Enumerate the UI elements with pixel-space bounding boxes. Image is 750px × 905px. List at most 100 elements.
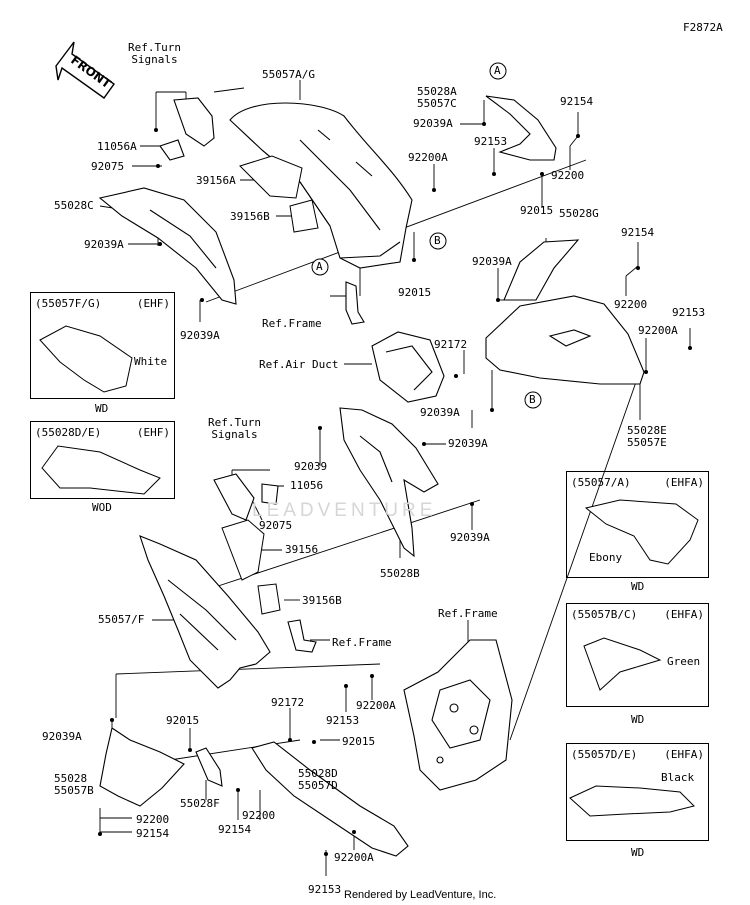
part-92153-bottom2[interactable]: 92153 xyxy=(308,883,342,896)
inset-caption-55057FG: WD xyxy=(95,402,109,415)
part-92039A-left[interactable]: 92039A xyxy=(84,238,124,251)
part-92039A-mid[interactable]: 92039A xyxy=(448,437,488,450)
inset-color-callout: White xyxy=(134,355,168,368)
inset-code: (55057F/G) xyxy=(35,297,102,310)
marker-a-mid: A xyxy=(316,260,323,273)
part-92154-bottom[interactable]: 92154 xyxy=(136,827,170,840)
inset-caption-55057DE: WD xyxy=(631,846,645,859)
ref-frame-bottom[interactable]: Ref.Frame xyxy=(438,607,498,620)
upper-cowl-left-part xyxy=(229,102,413,269)
part-92200A-top[interactable]: 92200A xyxy=(408,151,448,164)
ref-frame-top[interactable]: Ref.Frame xyxy=(262,317,322,330)
inset-caption-55057A: WD xyxy=(631,580,645,593)
part-92200-bottom2[interactable]: 92200 xyxy=(242,809,276,822)
part-55028-55057B[interactable]: 55028 55057B xyxy=(54,772,94,797)
inset-color-callout: Green xyxy=(667,655,701,668)
ref-frame-mid[interactable]: Ref.Frame xyxy=(332,636,392,649)
part-55057F[interactable]: 55057/F xyxy=(98,613,145,626)
turn-signal-bracket-mid xyxy=(213,473,279,521)
inset-color-callout: Ebony xyxy=(589,551,623,564)
ref-air-duct[interactable]: Ref.Air Duct xyxy=(259,358,339,371)
inset-code: (55057B/C) xyxy=(571,608,638,621)
footer-credit: Rendered by LeadVenture, Inc. xyxy=(344,889,497,901)
part-39156[interactable]: 39156 xyxy=(285,543,319,556)
part-92015-bottom2[interactable]: 92015 xyxy=(342,735,376,748)
part-92200-right[interactable]: 92200 xyxy=(614,298,648,311)
ref-turn-signals-mid[interactable]: Ref.Turn Signals xyxy=(208,416,261,441)
frame-bracket-top xyxy=(345,281,365,325)
inset-model: (EHFA) xyxy=(664,476,704,489)
inset-box-55057BC: (55057B/C) (EHFA) Green xyxy=(566,603,709,707)
part-92200A-bottom2[interactable]: 92200A xyxy=(334,851,374,864)
marker-b-top: B xyxy=(434,234,441,247)
part-11056A[interactable]: 11056A xyxy=(97,140,137,153)
inset-caption-55057BC: WD xyxy=(631,713,645,726)
frame-part xyxy=(403,639,513,791)
part-55028D-55057D[interactable]: 55028D 55057D xyxy=(298,767,338,792)
inset-box-55057FG: (55057F/G) (EHF) White xyxy=(30,292,175,399)
heat-insulator-top xyxy=(239,155,319,233)
inset-color-callout: Black xyxy=(661,771,695,784)
part-92039A-mid2[interactable]: 92039A xyxy=(450,531,490,544)
callout-markers xyxy=(311,62,542,409)
marker-b-right: B xyxy=(529,393,536,406)
part-92172-mid[interactable]: 92172 xyxy=(434,338,468,351)
part-92039A-right[interactable]: 92039A xyxy=(472,255,512,268)
part-92039[interactable]: 92039 xyxy=(294,460,328,473)
inset-code: (55028D/E) xyxy=(35,426,102,439)
ref-turn-signals-top[interactable]: Ref.Turn Signals xyxy=(128,41,181,66)
watermark: LEADVENTURE xyxy=(252,500,437,521)
inset-caption-55028DE: WOD xyxy=(92,501,112,514)
marker-a-top: A xyxy=(494,64,501,77)
part-92153-right[interactable]: 92153 xyxy=(672,306,706,319)
part-92153-bottom1[interactable]: 92153 xyxy=(326,714,360,727)
part-92075-top[interactable]: 92075 xyxy=(91,160,125,173)
part-92015-top[interactable]: 92015 xyxy=(520,204,554,217)
part-92200A-bottom1[interactable]: 92200A xyxy=(356,699,396,712)
part-11056[interactable]: 11056 xyxy=(290,479,324,492)
leader-lines xyxy=(99,80,691,876)
side-panel-55028G xyxy=(485,239,645,385)
part-55028A-55057C[interactable]: 55028A 55057C xyxy=(417,85,457,110)
part-92039A-topright[interactable]: 92039A xyxy=(413,117,453,130)
part-39156B-top[interactable]: 39156B xyxy=(230,210,270,223)
turn-signal-bracket-top xyxy=(159,97,215,161)
inset-box-55057A: (55057/A) (EHFA) Ebony xyxy=(566,471,709,578)
part-55028E-55057E[interactable]: 55028E 55057E xyxy=(627,424,667,449)
part-39156B-mid[interactable]: 39156B xyxy=(302,594,342,607)
air-duct-part xyxy=(371,331,445,403)
part-92039A-bottomleft[interactable]: 92039A xyxy=(42,730,82,743)
belly-panel-55028D xyxy=(251,741,409,857)
part-92172-bottom[interactable]: 92172 xyxy=(271,696,305,709)
fastener-dots xyxy=(98,122,692,856)
part-92200-bottom[interactable]: 92200 xyxy=(136,813,170,826)
inset-box-55028DE: (55028D/E) (EHF) xyxy=(30,421,175,499)
frame-bracket-mid xyxy=(287,619,317,653)
part-55028F[interactable]: 55028F xyxy=(180,797,220,810)
panel-55028F xyxy=(195,747,223,787)
inner-cover-55028B xyxy=(339,407,439,558)
part-92200-top[interactable]: 92200 xyxy=(551,169,585,182)
inset-model: (EHF) xyxy=(136,297,170,310)
upper-panel-55028A xyxy=(485,95,557,161)
front-arrow-icon xyxy=(55,41,115,99)
part-92015-mid[interactable]: 92015 xyxy=(398,286,432,299)
part-92154-right[interactable]: 92154 xyxy=(621,226,655,239)
part-92154-top[interactable]: 92154 xyxy=(560,95,594,108)
part-92154-bottom2[interactable]: 92154 xyxy=(218,823,252,836)
part-55057AG[interactable]: 55057A/G xyxy=(262,68,315,81)
part-92153-top[interactable]: 92153 xyxy=(474,135,508,148)
part-55028C[interactable]: 55028C xyxy=(54,199,94,212)
lower-panel-55028 xyxy=(99,727,185,807)
part-92039A-lower[interactable]: 92039A xyxy=(180,329,220,342)
part-92200A-right[interactable]: 92200A xyxy=(638,324,678,337)
figure-code: F2872A xyxy=(683,21,723,34)
inset-box-55057DE: (55057D/E) (EHFA) Black xyxy=(566,743,709,841)
part-92075-mid[interactable]: 92075 xyxy=(259,519,293,532)
part-39156A[interactable]: 39156A xyxy=(196,174,236,187)
part-92015-bottom[interactable]: 92015 xyxy=(166,714,200,727)
part-55028B[interactable]: 55028B xyxy=(380,567,420,580)
part-55028G[interactable]: 55028G xyxy=(559,207,599,220)
part-92039A-center[interactable]: 92039A xyxy=(420,406,460,419)
